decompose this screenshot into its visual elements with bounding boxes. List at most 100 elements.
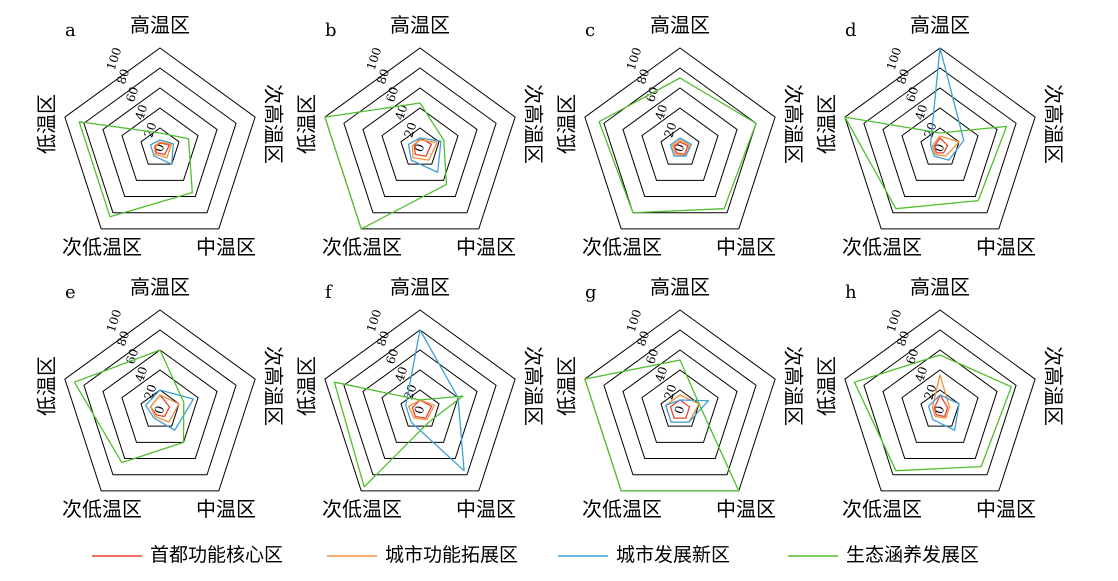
series-line xyxy=(844,116,1008,210)
series-line xyxy=(411,399,433,419)
grid-ring xyxy=(121,107,199,181)
axis-label: 低温区 xyxy=(295,94,319,154)
grid-ring xyxy=(83,329,237,476)
grid-ring xyxy=(102,87,218,198)
series-line xyxy=(933,137,949,154)
grid-ring xyxy=(343,329,497,476)
tick-label: 20 xyxy=(141,121,159,140)
grid-ring xyxy=(844,47,1036,230)
grid-ring xyxy=(622,87,738,198)
tick-label: 80 xyxy=(374,329,392,348)
series-line xyxy=(324,102,448,230)
tick-label: 100 xyxy=(104,46,124,72)
axis-label: 低温区 xyxy=(815,356,839,416)
tick-label: 40 xyxy=(652,103,670,122)
grid-ring xyxy=(381,107,459,181)
grid-ring xyxy=(64,309,256,492)
tick-label: 80 xyxy=(374,67,392,86)
tick-label: 100 xyxy=(624,46,644,72)
radar-panel-h: 020406080100高温区次低温区中温区次高温区低温区h xyxy=(815,275,1066,521)
axis-label: 高温区 xyxy=(910,275,970,299)
tick-label: 20 xyxy=(661,383,679,402)
tick-label: 60 xyxy=(383,347,401,366)
axis-label: 中温区 xyxy=(716,497,776,521)
tick-label: 60 xyxy=(123,347,141,366)
series-line xyxy=(73,349,185,464)
radar-panel-f: 020406080100高温区次低温区中温区次高温区低温区f xyxy=(295,275,546,521)
tick-label: 60 xyxy=(643,347,661,366)
tick-label: 0 xyxy=(152,404,168,416)
axis-label: 次高温区 xyxy=(1042,346,1066,426)
axis-label: 次高温区 xyxy=(262,346,286,426)
axis-label: 低温区 xyxy=(555,94,579,154)
grid-ring xyxy=(584,47,776,230)
axis-label: 次高温区 xyxy=(782,346,806,426)
tick-label: 100 xyxy=(884,46,904,72)
tick-label: 40 xyxy=(652,365,670,384)
radar-panel-a: 020406080100高温区次低温区中温区次高温区低温区a xyxy=(35,13,286,259)
series-line xyxy=(405,329,465,472)
radar-panel-e: 020406080100高温区次低温区中温区次高温区低温区e xyxy=(35,275,286,521)
axis-label: 高温区 xyxy=(390,13,450,37)
grid-ring xyxy=(102,349,218,460)
grid-ring xyxy=(660,389,700,427)
grid-ring xyxy=(362,87,478,198)
tick-label: 80 xyxy=(894,329,912,348)
series-line xyxy=(931,135,960,157)
legend-label: 城市功能拓展区 xyxy=(385,544,518,566)
grid-ring xyxy=(343,67,497,214)
series-line xyxy=(411,139,438,161)
tick-label: 80 xyxy=(634,329,652,348)
grid-ring xyxy=(863,329,1017,476)
axis-label: 低温区 xyxy=(35,94,59,154)
grid-ring xyxy=(920,389,960,427)
axis-label: 次低温区 xyxy=(842,235,922,259)
grid-ring xyxy=(660,127,700,165)
radar-panel-d: 020406080100高温区次低温区中温区次高温区低温区d xyxy=(815,13,1066,259)
series-line xyxy=(584,359,740,492)
tick-label: 40 xyxy=(912,103,930,122)
axis-label: 高温区 xyxy=(910,13,970,37)
axis-label: 高温区 xyxy=(390,275,450,299)
axis-label: 次低温区 xyxy=(62,497,142,521)
tick-label: 40 xyxy=(392,103,410,122)
tick-label: 60 xyxy=(123,85,141,104)
axis-label: 次高温区 xyxy=(262,84,286,164)
tick-label: 100 xyxy=(884,308,904,334)
axis-label: 中温区 xyxy=(976,497,1036,521)
grid-ring xyxy=(603,329,757,476)
tick-label: 60 xyxy=(383,85,401,104)
grid-ring xyxy=(64,47,256,230)
panel-letter: e xyxy=(65,282,76,303)
tick-label: 20 xyxy=(921,121,939,140)
axis-label: 中温区 xyxy=(716,235,776,259)
legend-label: 首都功能核心区 xyxy=(150,544,283,566)
panel-letter: f xyxy=(325,282,333,303)
axis-label: 中温区 xyxy=(976,235,1036,259)
tick-label: 100 xyxy=(104,308,124,334)
grid-ring xyxy=(83,67,237,214)
series-line xyxy=(929,47,965,161)
panel-letter: a xyxy=(65,20,76,41)
tick-label: 0 xyxy=(412,404,428,416)
axis-label: 中温区 xyxy=(196,235,256,259)
radar-panel-b: 020406080100高温区次低温区中温区次高温区低温区b xyxy=(295,13,546,259)
axis-label: 高温区 xyxy=(130,13,190,37)
tick-label: 0 xyxy=(672,142,688,154)
grid-ring xyxy=(603,67,757,214)
series-line xyxy=(853,354,1012,472)
series-line xyxy=(673,141,689,156)
series-line xyxy=(669,399,691,419)
tick-label: 80 xyxy=(114,67,132,86)
axis-label: 低温区 xyxy=(815,94,839,154)
axis-label: 次低温区 xyxy=(322,497,402,521)
axis-label: 次高温区 xyxy=(522,84,546,164)
axis-label: 次高温区 xyxy=(522,346,546,426)
tick-label: 100 xyxy=(624,308,644,334)
axis-label: 次低温区 xyxy=(322,235,402,259)
grid-ring xyxy=(400,389,440,427)
axis-label: 中温区 xyxy=(196,497,256,521)
panel-letter: d xyxy=(845,20,857,41)
grid-ring xyxy=(121,369,199,443)
